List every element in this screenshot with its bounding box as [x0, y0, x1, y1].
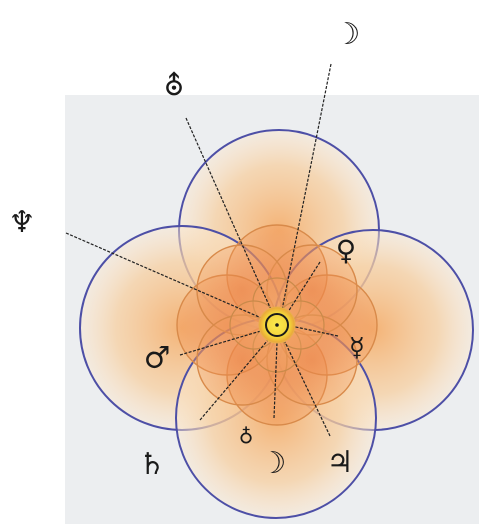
- moon-glyph: ☽: [260, 446, 287, 481]
- line-uranus: [185, 117, 273, 313]
- line-mars: [179, 329, 265, 356]
- neptune-glyph: ♆: [9, 205, 36, 240]
- line-moon-full: [281, 63, 332, 311]
- moon-full-glyph: ☽: [334, 17, 361, 52]
- line-earth: [199, 339, 269, 421]
- venus-glyph: ♀: [336, 234, 356, 267]
- mars-glyph: ♂: [144, 341, 171, 376]
- jupiter-glyph: ♃: [327, 445, 354, 480]
- sun-dot: [275, 323, 279, 327]
- mercury-glyph: ☿: [349, 333, 365, 363]
- line-moon: [273, 342, 278, 419]
- sun-ring: [265, 313, 289, 337]
- line-jupiter: [284, 341, 331, 437]
- line-mercury: [290, 325, 339, 337]
- uranus-glyph: ⛢: [164, 69, 185, 102]
- saturn-glyph: ♄: [139, 447, 166, 482]
- sun-center: [258, 306, 296, 344]
- line-neptune: [65, 232, 267, 321]
- line-venus: [287, 261, 321, 313]
- radial-lines: [65, 63, 339, 437]
- earth-glyph: ♁: [239, 422, 254, 446]
- planet-glyphs: ⛢ ☽ ♆ ♀ ☿ ♂ ♁ ☽ ♄ ♃: [9, 17, 365, 482]
